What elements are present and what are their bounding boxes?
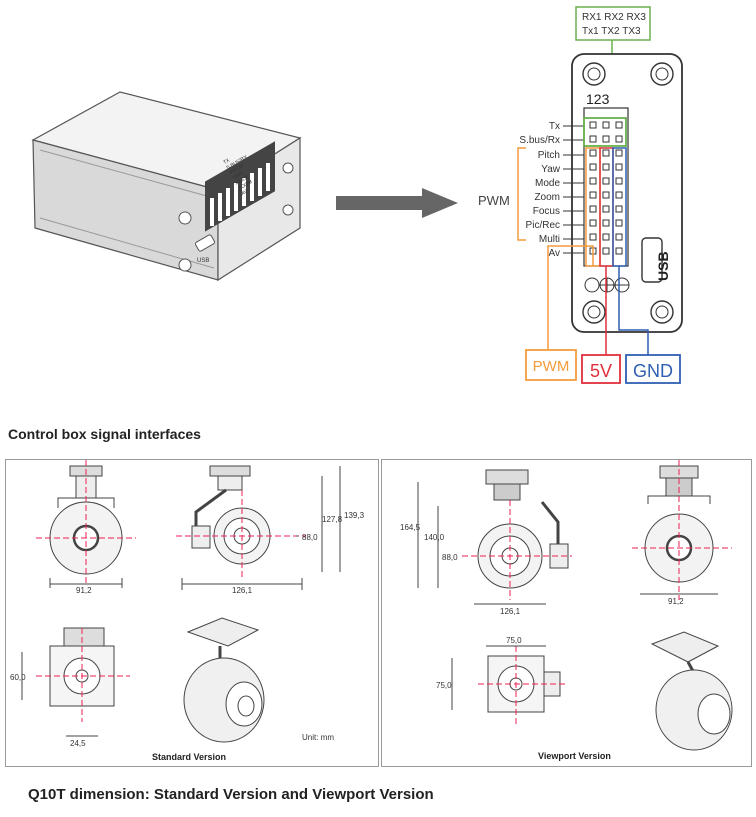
vp-version-title: Viewport Version bbox=[538, 751, 611, 761]
std-dim-front-width: 91,2 bbox=[76, 586, 92, 595]
caption-control-box: Control box signal interfaces bbox=[8, 426, 201, 442]
svg-text:TX: TX bbox=[222, 157, 231, 166]
header-pin bbox=[589, 135, 597, 143]
header-column-numbers: 123 bbox=[586, 91, 610, 107]
standard-drawing: 91,2 126,1 127,8 139,3 88,0 60,0 24,5 Un… bbox=[10, 460, 365, 762]
header-pin bbox=[615, 135, 623, 143]
pin-label-multi: Multi bbox=[539, 234, 560, 245]
header-pin bbox=[615, 121, 623, 129]
pin-label-tx: Tx bbox=[549, 121, 560, 132]
legend-gnd-box bbox=[625, 354, 681, 384]
uart-label-box bbox=[575, 6, 651, 41]
uart-tx-labels: Tx1 TX2 TX3 bbox=[582, 26, 641, 37]
viewport-version-panel: 164,5 140,0 88,0 126,1 91,2 75,0 75,0 Vi… bbox=[381, 459, 752, 767]
usb-port-label: USB bbox=[655, 251, 671, 281]
vp-dim-mid-height: 140,0 bbox=[424, 533, 445, 542]
header-pin bbox=[602, 219, 610, 227]
header-pin bbox=[615, 191, 623, 199]
header-pin bbox=[615, 149, 623, 157]
header-pin bbox=[589, 163, 597, 171]
header-pin bbox=[589, 191, 597, 199]
header-pin bbox=[615, 177, 623, 185]
svg-text:YAW: YAW bbox=[231, 171, 244, 182]
header-pin bbox=[602, 205, 610, 213]
svg-text:AV: AV bbox=[240, 188, 249, 197]
pin-label-yaw: Yaw bbox=[541, 164, 560, 175]
header-pin bbox=[615, 205, 623, 213]
header-pin bbox=[589, 121, 597, 129]
pin-label-focus: Focus bbox=[533, 206, 560, 217]
header-pin bbox=[589, 149, 597, 157]
header-pin bbox=[602, 247, 610, 255]
uart-rx-labels: RX1 RX2 RX3 bbox=[582, 12, 646, 23]
header-pin bbox=[602, 135, 610, 143]
legend-gnd-label: GND bbox=[633, 361, 673, 381]
header-pin bbox=[615, 163, 623, 171]
standard-version-panel: 91,2 126,1 127,8 139,3 88,0 60,0 24,5 Un… bbox=[5, 459, 379, 767]
pin-label-zoom: Zoom bbox=[534, 192, 560, 203]
direction-arrow bbox=[336, 188, 458, 218]
legend-5v-box bbox=[581, 354, 621, 384]
header-pin bbox=[589, 177, 597, 185]
header-pin bbox=[602, 121, 610, 129]
std-version-title: Standard Version bbox=[152, 752, 226, 762]
std-dim-bottom-width: 24,5 bbox=[70, 739, 86, 748]
header-pin bbox=[602, 177, 610, 185]
vp-dim-top-width: 75,0 bbox=[506, 636, 522, 645]
legend-pwm-label: PWM bbox=[533, 358, 570, 375]
header-pin bbox=[589, 219, 597, 227]
box-usb-text: USB bbox=[197, 258, 209, 264]
pin-label-sbus: S.bus/Rx bbox=[519, 135, 560, 146]
pwm-group-label: PWM bbox=[478, 193, 510, 208]
std-dim-bottom-height: 60,0 bbox=[10, 673, 26, 682]
pin-label-group: Tx S.bus/Rx Pitch Yaw Mode Zoom Focus Pi… bbox=[519, 121, 560, 259]
vp-dim-center: 88,0 bbox=[442, 553, 458, 562]
header-pin bbox=[602, 163, 610, 171]
header-pin bbox=[589, 205, 597, 213]
vp-dim-top-height: 75,0 bbox=[436, 681, 452, 690]
header-pin bbox=[602, 233, 610, 241]
header-pin bbox=[615, 247, 623, 255]
pin-label-picrec: Pic/Rec bbox=[526, 220, 560, 231]
pin-label-mode: Mode bbox=[535, 178, 560, 189]
header-pin bbox=[615, 233, 623, 241]
std-dim-center: 88,0 bbox=[302, 533, 318, 542]
legend-pwm-box bbox=[525, 349, 577, 381]
vp-dim-front-width: 91,2 bbox=[668, 597, 684, 606]
std-dim-height-1: 127,8 bbox=[322, 515, 343, 524]
header-pin bbox=[589, 233, 597, 241]
vp-dim-side-length: 126,1 bbox=[500, 607, 521, 616]
pin-label-pitch: Pitch bbox=[538, 150, 560, 161]
header-pin bbox=[602, 191, 610, 199]
header-pin bbox=[602, 149, 610, 157]
vp-dim-total-height: 164,5 bbox=[400, 523, 421, 532]
std-unit-label: Unit: mm bbox=[302, 733, 334, 742]
std-dim-height-2: 139,3 bbox=[344, 511, 365, 520]
caption-dimensions: Q10T dimension: Standard Version and Vie… bbox=[28, 786, 434, 803]
header-pin bbox=[615, 219, 623, 227]
pin-label-av: Av bbox=[549, 248, 561, 259]
std-dim-side-length: 126,1 bbox=[232, 586, 253, 595]
legend-5v-label: 5V bbox=[590, 361, 612, 381]
viewport-drawing: 164,5 140,0 88,0 126,1 91,2 75,0 75,0 Vi… bbox=[400, 460, 733, 761]
